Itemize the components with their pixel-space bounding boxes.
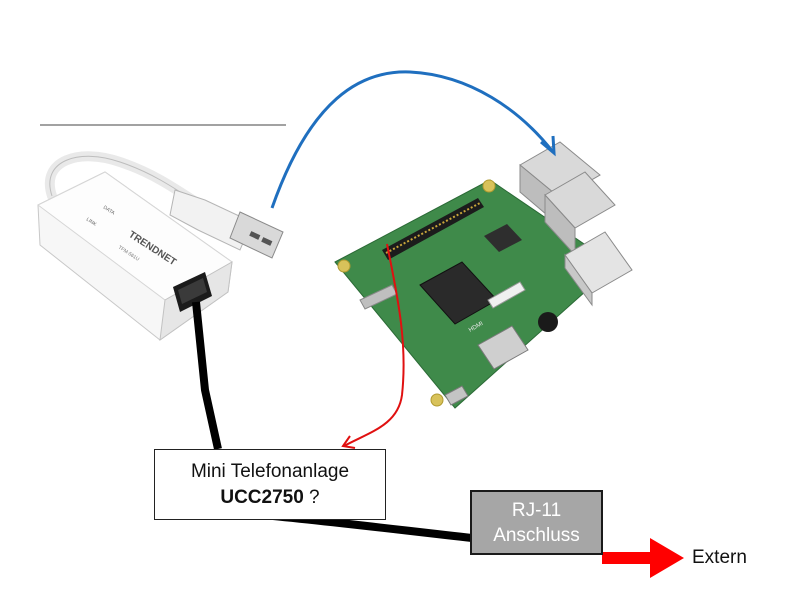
pbx-box: Mini Telefonanlage UCC2750 ?: [154, 449, 386, 520]
usb-plug: [169, 189, 284, 259]
rj11-subtitle: Anschluss: [493, 524, 580, 546]
pbx-title: Mini Telefonanlage: [190, 460, 350, 482]
modem-led-link: LINK: [85, 217, 98, 228]
raspberry-pi-board: HDMI: [334, 141, 633, 409]
camera-connector: [487, 281, 526, 309]
usb-connection-line: [270, 70, 555, 209]
secondary-chip: [484, 224, 522, 252]
extern-label: Extern: [692, 547, 747, 568]
mounting-hole: [430, 393, 444, 407]
gpio-connection-arrowhead: [341, 435, 356, 449]
rj11-box: RJ-11 Anschluss: [470, 490, 603, 555]
gpio-connection-line: [343, 243, 405, 447]
pbx-model: UCC2750: [220, 486, 304, 508]
mounting-hole: [482, 179, 496, 193]
usb-connection-arrowhead: [540, 135, 556, 157]
pbx-question-mark: ?: [303, 486, 320, 508]
micro-usb-port: [444, 385, 469, 406]
usb-modem: TRENDNET TFM-561U DATA LINK: [37, 151, 284, 342]
phone-cable-modem: [192, 301, 222, 450]
hdmi-port: [477, 325, 529, 370]
extern-arrow: [602, 538, 684, 578]
mounting-hole: [337, 259, 351, 273]
audio-jack: [538, 312, 558, 332]
rj11-title: RJ-11: [511, 499, 562, 521]
